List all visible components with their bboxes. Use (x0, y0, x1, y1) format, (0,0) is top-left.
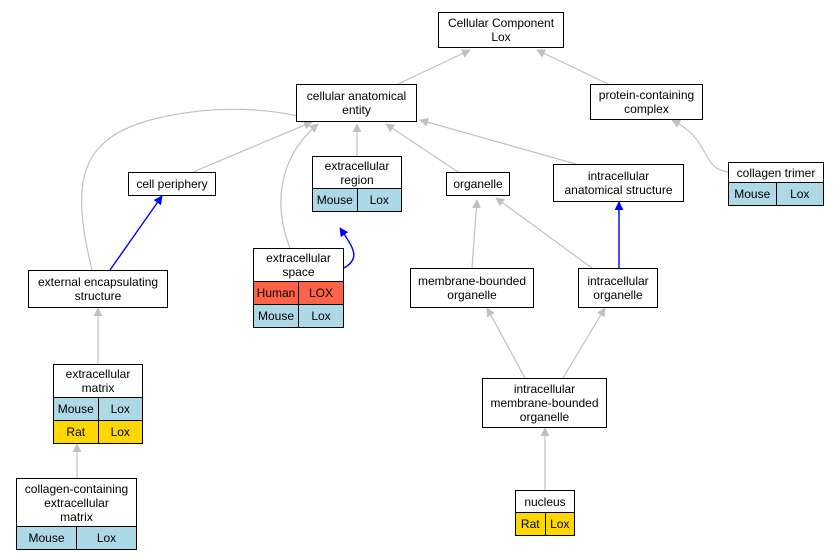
edge-ees-cp-partof (109, 195, 163, 271)
node-label: cellular anatomical entity (306, 89, 407, 117)
gene-cell: Lox (356, 189, 401, 211)
species-cell: Mouse (729, 183, 776, 205)
edge-mbo-org (471, 199, 481, 269)
node-cae[interactable]: cellular anatomical entity (296, 84, 417, 122)
node-label: membrane-bounded organelle (417, 274, 527, 302)
node-label: intracellular anatomical structure (564, 169, 673, 197)
edge-es-cae (280, 123, 319, 249)
edge-imbo-mbo (486, 307, 526, 379)
node-cc[interactable]: Cellular Component Lox (438, 12, 564, 48)
node-label: extracellular region (324, 158, 390, 187)
species-cell: Mouse (254, 305, 298, 327)
species-cell: Mouse (17, 527, 76, 549)
node-label: Cellular Component Lox (447, 16, 555, 44)
species-cell: Human (254, 282, 298, 304)
node-label: intracellular membrane-bounded organelle (490, 382, 599, 424)
gene-cell: Lox (298, 305, 343, 327)
node-label: cell periphery (136, 177, 208, 191)
node-label: intracellular organelle (587, 274, 649, 302)
edge-ias-cae (419, 117, 577, 165)
edge-org-cae (385, 123, 459, 173)
gene-cell: Lox (97, 421, 142, 443)
edge-cae-cc (397, 49, 471, 85)
node-ees[interactable]: external encapsulating structure (28, 270, 168, 308)
node-ccem[interactable]: collagen-containing extracellular matrix… (16, 478, 137, 550)
node-ias[interactable]: intracellular anatomical structure (553, 164, 684, 202)
node-cp[interactable]: cell periphery (128, 172, 216, 196)
node-label: collagen-containing extracellular matrix (24, 481, 129, 524)
edge-es-er-partof (339, 227, 355, 269)
node-io[interactable]: intracellular organelle (578, 268, 658, 308)
gene-cell: LOX (298, 282, 343, 304)
species-cell: Rat (54, 421, 98, 443)
node-label: collagen trimer (736, 165, 816, 180)
node-pcc[interactable]: protein-containing complex (590, 84, 703, 120)
edge-ct-pcc (671, 119, 729, 173)
species-cell: Mouse (54, 398, 98, 420)
gene-cell: Lox (544, 513, 574, 535)
node-mbo[interactable]: membrane-bounded organelle (410, 268, 534, 308)
node-imbo[interactable]: intracellular membrane-bounded organelle (482, 378, 607, 428)
node-org[interactable]: organelle (446, 172, 510, 196)
gene-cell: Lox (775, 183, 823, 205)
node-label: extracellular space (266, 251, 331, 279)
node-label: nucleus (524, 494, 566, 509)
node-label: extracellular matrix (65, 367, 131, 395)
node-label: external encapsulating structure (37, 275, 159, 303)
edge-imbo-io (562, 307, 606, 379)
gene-cell: Lox (76, 527, 136, 549)
edge-pcc-cc (536, 49, 609, 85)
gene-cell: Lox (97, 398, 142, 420)
node-label: organelle (453, 177, 503, 191)
edge-ees-cae (81, 108, 314, 271)
species-cell: Rat (516, 513, 545, 535)
edge-io-org (495, 197, 593, 269)
species-cell: Mouse (313, 189, 357, 211)
edge-cp-cae (192, 120, 313, 173)
node-label: protein-containing complex (598, 88, 695, 116)
